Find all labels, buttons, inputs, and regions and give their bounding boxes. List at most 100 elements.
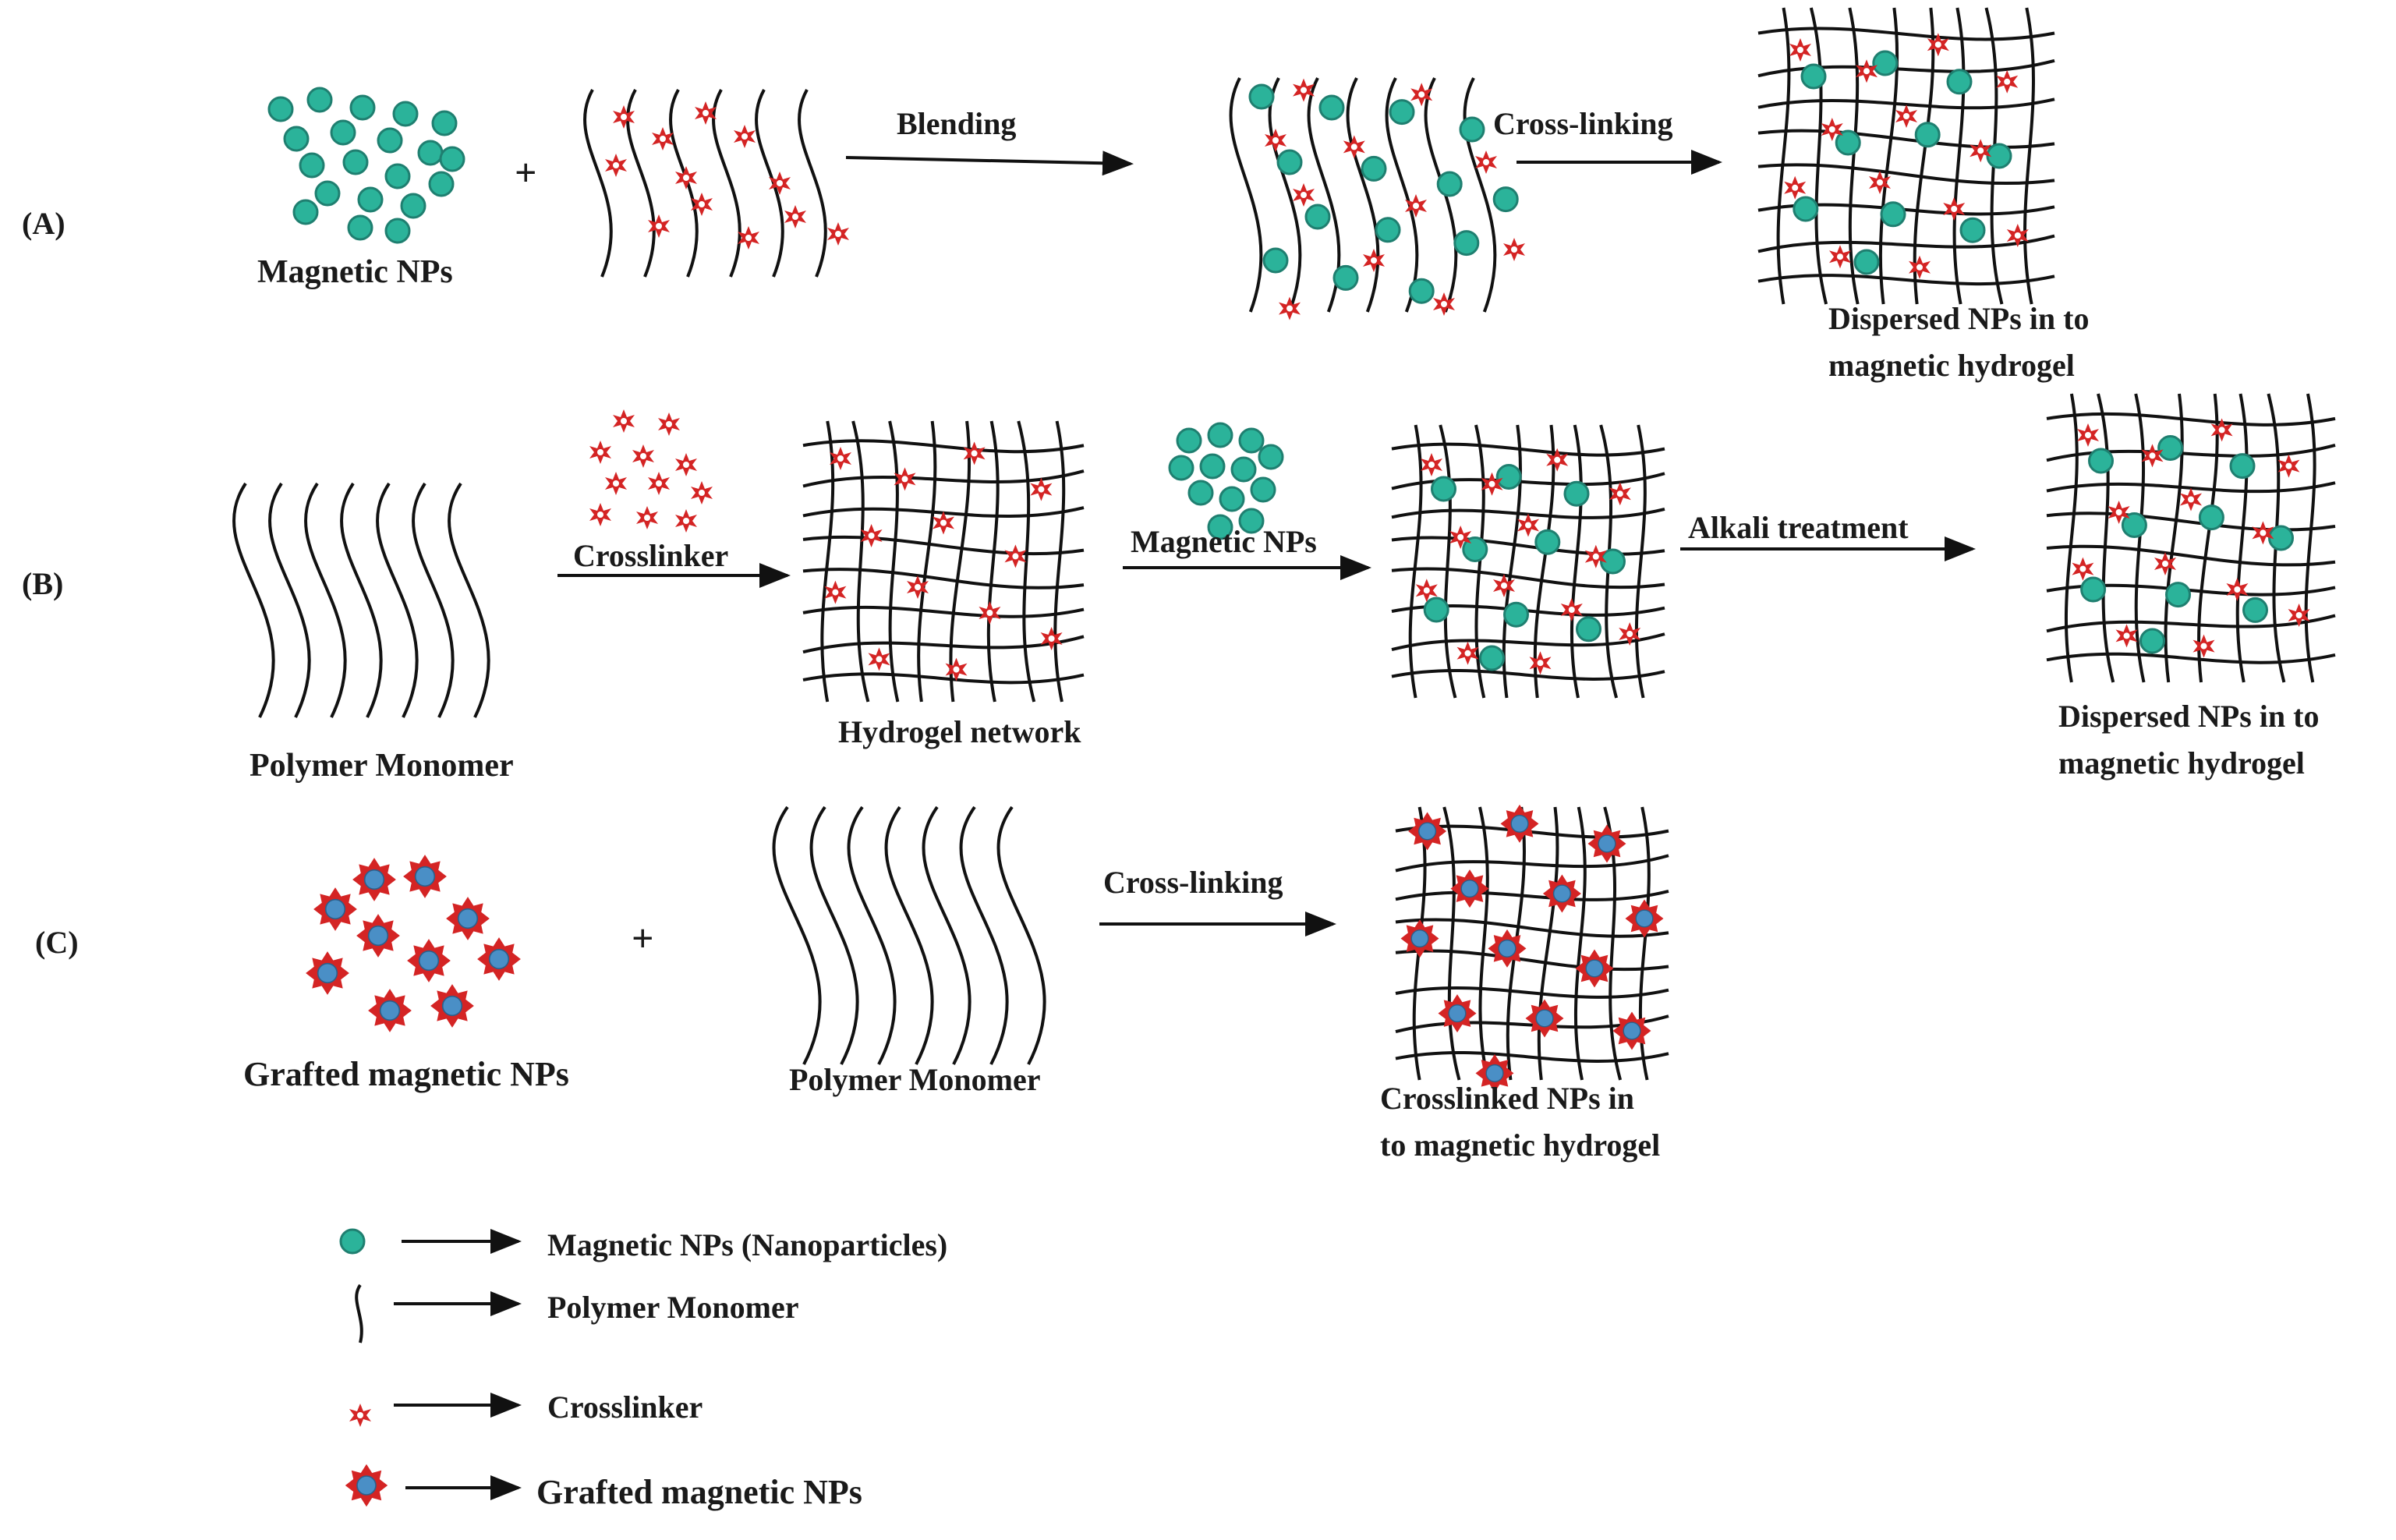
crosslinker — [827, 222, 849, 246]
network-horizontal-strand — [1395, 918, 1669, 938]
crosslinker — [675, 453, 697, 476]
crosslinker — [1265, 129, 1286, 152]
crosslinker — [636, 506, 658, 529]
network-horizontal-strand — [802, 535, 1085, 556]
polymer-chain — [268, 482, 311, 718]
magnetic-np — [1389, 99, 1415, 126]
network-vertical-strand — [2064, 393, 2079, 683]
crosslinker — [734, 125, 756, 148]
network-vertical-strand — [1809, 7, 1828, 305]
magnetic-np — [306, 87, 333, 113]
network-vertical-strand — [1570, 424, 1583, 699]
crosslinker — [1421, 453, 1442, 476]
magnetic-np — [2229, 453, 2256, 480]
polymer-chain — [772, 805, 822, 1065]
grafted-np-icon — [345, 1464, 389, 1508]
network-horizontal-strand — [802, 605, 1085, 618]
crosslinker — [2192, 634, 2215, 658]
polymer-chain — [1229, 77, 1263, 313]
magnetic-np — [2139, 628, 2165, 654]
magnetic-np — [1250, 476, 1276, 503]
network-vertical-strand — [1474, 424, 1486, 699]
network-horizontal-strand — [1757, 27, 2055, 41]
polymer-chain — [232, 482, 275, 718]
crosslinker — [2226, 578, 2249, 601]
crosslinker — [1293, 183, 1315, 207]
blended-polymer-nps — [1229, 77, 1525, 320]
crosslinker — [2180, 487, 2202, 512]
grafted-magnetic-np — [406, 938, 451, 983]
crosslinker — [1829, 245, 1851, 269]
magnetic-hydrogel-network-a — [1757, 7, 2055, 305]
network-horizontal-strand — [1391, 442, 1665, 457]
crosslinker — [1279, 296, 1301, 320]
network-horizontal-strand — [2046, 412, 2336, 427]
result-c-line2: to magnetic hydrogel — [1380, 1128, 1660, 1163]
legend-row-grafted: Grafted magnetic NPs — [345, 1464, 862, 1511]
crosslinker — [1560, 598, 1583, 621]
network-horizontal-strand — [1395, 890, 1669, 901]
network-horizontal-strand — [1395, 1051, 1669, 1063]
crosslinker — [2077, 423, 2099, 447]
magnetic-np-cluster-b — [1168, 422, 1284, 540]
crosslinker — [691, 481, 713, 504]
polymer-chain — [626, 89, 656, 278]
network-vertical-strand — [1952, 7, 1966, 305]
magnetic-np — [439, 146, 465, 172]
network-vertical-strand — [986, 420, 1000, 703]
polymer-monomer-label-c: Polymer Monomer — [789, 1062, 1040, 1097]
magnetic-np — [384, 218, 411, 244]
grafted-magnetic-np — [305, 951, 350, 996]
grafted-magnetic-np — [1624, 898, 1665, 939]
polymer-chain — [1385, 77, 1419, 313]
magnetic-np — [357, 186, 384, 213]
crosslinked-magnetic-hydrogel — [1395, 804, 1669, 1093]
polymer-chain — [1346, 77, 1380, 313]
polymer-monomer-label-b: Polymer Monomer — [250, 748, 514, 784]
polymer-chain — [448, 482, 490, 718]
magnetic-np — [1479, 645, 1505, 671]
magnetic-np — [1187, 480, 1214, 506]
magnetic-np — [1495, 464, 1522, 490]
magnetic-np — [384, 163, 411, 189]
polymer-chain — [809, 805, 859, 1065]
magnetic-np — [1800, 63, 1827, 90]
network-vertical-strand — [1442, 806, 1461, 1081]
crosslinker — [1996, 69, 2019, 94]
grafted-magnetic-np — [1587, 823, 1627, 864]
magnetic-np — [1503, 601, 1529, 628]
network-vertical-strand — [1913, 7, 1935, 305]
grafted-magnetic-np — [1437, 993, 1478, 1033]
plus-sign: + — [515, 150, 537, 194]
magnetic-np — [299, 152, 325, 179]
network-vertical-strand — [1408, 424, 1423, 699]
polymer-monomer-lines — [232, 482, 490, 718]
magnetic-np — [1332, 264, 1359, 291]
cross-linking-label: Cross-linking — [1493, 106, 1672, 141]
grafted-magnetic-np — [1487, 929, 1527, 968]
magnetic-np — [292, 199, 319, 225]
grafted-np-cluster — [305, 854, 522, 1033]
network-horizontal-strand — [802, 469, 1085, 488]
network-vertical-strand — [2164, 393, 2184, 683]
row-a-label: (A) — [22, 206, 65, 241]
network-vertical-strand — [2197, 393, 2219, 683]
magnetic-np — [314, 180, 341, 207]
network-vertical-strand — [1053, 420, 1066, 703]
network-vertical-strand — [1878, 7, 1899, 305]
grafted-magnetic-np — [1499, 804, 1540, 844]
magnetic-np — [2080, 576, 2107, 603]
magnetic-np — [1258, 444, 1284, 470]
polymer-chain — [376, 482, 419, 718]
crosslinker — [963, 441, 986, 466]
grafted-magnetic-np — [476, 936, 522, 982]
network-vertical-strand — [949, 420, 971, 703]
magnetic-np — [2165, 582, 2191, 608]
legend-row-polymer: Polymer Monomer — [355, 1283, 798, 1344]
magnetic-hydrogel-network-b — [2046, 393, 2336, 683]
network-vertical-strand — [2235, 393, 2249, 683]
network-horizontal-strand — [2046, 652, 2336, 664]
crosslinker — [613, 105, 635, 129]
grafted-magnetic-np — [1400, 919, 1440, 958]
crosslinker — [632, 444, 654, 468]
